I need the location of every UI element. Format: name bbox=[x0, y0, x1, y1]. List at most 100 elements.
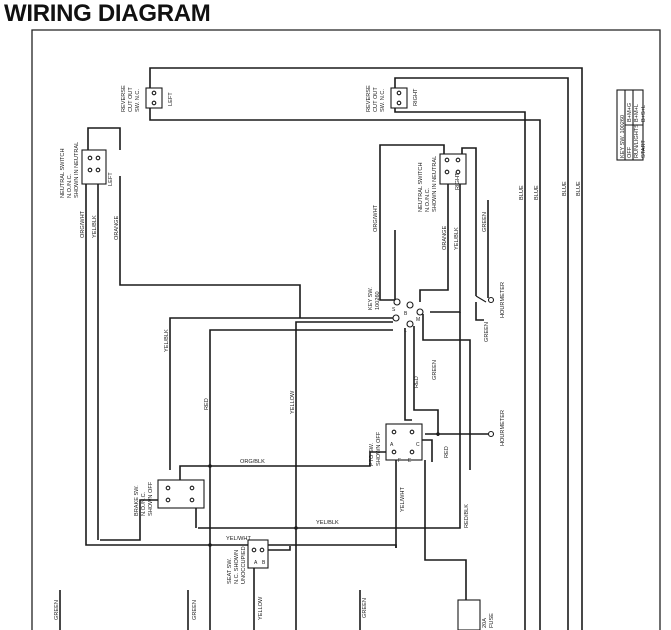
wire-orange-right bbox=[419, 184, 449, 302]
neutral-right-label-2: SHOWN IN NEUTRAL bbox=[432, 156, 438, 212]
wire-label-green-bot-3: GREEN bbox=[362, 598, 368, 618]
wire-key-to-left bbox=[169, 317, 393, 470]
key-table-conn-0: B+M+G bbox=[627, 103, 633, 122]
hourmeter-mid-label: HOURMETER bbox=[500, 410, 506, 446]
wire-label-blue-1: BLUE bbox=[519, 185, 525, 200]
svg-text:A: A bbox=[390, 442, 394, 448]
hourmeter-top-terminal bbox=[487, 296, 495, 304]
wire-label-yel-blk-left: YEL/BLK bbox=[92, 215, 98, 238]
page-title: WIRING DIAGRAM bbox=[4, 0, 211, 27]
key-table-conn-1: B+M+L bbox=[634, 104, 640, 122]
reverse-left-label-1: CUT OUT bbox=[128, 87, 134, 112]
fuse-label-1: FUSE bbox=[489, 613, 495, 628]
wire-label-red-key: RED bbox=[414, 376, 420, 388]
wire-label-red-left: RED bbox=[204, 398, 210, 410]
reverse-right-label-0: REVERSE bbox=[366, 85, 372, 112]
wire-label-green-bot-1: GREEN bbox=[54, 600, 60, 620]
hourmeter-top-label: HOURMETER bbox=[500, 282, 506, 318]
wire-label-red-blk: RED/BLK bbox=[464, 504, 470, 528]
wire-blue-rr2 bbox=[394, 106, 526, 630]
wire-key-red bbox=[209, 329, 393, 630]
wire-red-blk bbox=[424, 460, 467, 630]
reverse-left-label-2: SW. N.C. bbox=[135, 89, 141, 112]
wire-label-green-key: GREEN bbox=[484, 322, 490, 342]
brake-switch bbox=[157, 479, 205, 509]
wire-yel-wht-bot bbox=[100, 544, 397, 548]
neutral-left-side: LEFT bbox=[108, 172, 114, 186]
wire-label-blue-2: BLUE bbox=[534, 185, 540, 200]
wire-key-green2 bbox=[413, 326, 439, 436]
wire-label-yellow-mid: YELLOW bbox=[290, 390, 296, 414]
diagram-frame bbox=[31, 29, 661, 630]
wire-orange-left bbox=[119, 176, 301, 318]
wire-key-red2 bbox=[404, 328, 412, 421]
fuse-label-0: 20A bbox=[482, 618, 488, 628]
wire-blue-rr bbox=[394, 77, 569, 630]
pto-label-0: PTO SW. bbox=[369, 442, 375, 466]
neutral-left-label-2: SHOWN IN NEUTRAL bbox=[74, 142, 80, 198]
svg-text:M: M bbox=[416, 317, 420, 323]
reverse-left-label-0: REVERSE bbox=[121, 85, 127, 112]
key-switch: S B M L bbox=[392, 298, 424, 334]
reverse-switch-right bbox=[390, 87, 408, 109]
neutral-switch-left bbox=[81, 149, 107, 185]
hourmeter-mid-terminal bbox=[487, 430, 495, 438]
reverse-switch-left bbox=[145, 87, 163, 109]
wire-label-orange-left: ORANGE bbox=[114, 215, 120, 240]
brake-label-2: SHOWN OFF bbox=[148, 481, 154, 516]
key-table-conn-2: B+S+L bbox=[641, 105, 647, 122]
wire-label-org-wht-left: ORG/WHT bbox=[80, 210, 86, 238]
neutral-right-label-0: NEUTRAL SWITCH bbox=[418, 162, 424, 212]
wire-org-wht-left bbox=[85, 184, 100, 546]
neutral-switch-right bbox=[439, 153, 467, 185]
wire-label-green-right: GREEN bbox=[482, 212, 488, 232]
wire-brake-to-org-wht bbox=[100, 499, 158, 541]
wire-right-neutral-top bbox=[379, 144, 445, 301]
fuse bbox=[457, 599, 481, 630]
pto-label-1: SHOWN OFF bbox=[376, 431, 382, 466]
neutral-left-label-1: N.O./N.C. bbox=[67, 173, 73, 198]
svg-text:C: C bbox=[416, 442, 420, 448]
reverse-right-side: RIGHT bbox=[413, 88, 419, 106]
junction bbox=[208, 543, 212, 547]
wire-org-blk bbox=[179, 451, 386, 490]
key-table-pos-1: RUN/LIGHTS bbox=[634, 124, 640, 158]
wire-label-green-bot-2: GREEN bbox=[192, 600, 198, 620]
svg-text:F: F bbox=[398, 458, 401, 464]
wire-key-yellow bbox=[295, 321, 393, 630]
wire-left-neutral-top bbox=[87, 127, 121, 150]
brake-label-0: BRAKE SW. bbox=[134, 485, 140, 516]
key-table-header: KEY SW. 100260 bbox=[620, 115, 626, 158]
wire-green-key bbox=[475, 302, 484, 321]
wire-right-neutral-top2 bbox=[461, 147, 477, 296]
junction bbox=[208, 464, 212, 468]
brake-label-1: N.O./N.C. bbox=[141, 491, 147, 516]
wire-red-pto bbox=[422, 439, 433, 462]
neutral-right-side: RIGHT bbox=[455, 172, 461, 190]
wire-label-org-wht-right: ORG/WHT bbox=[373, 204, 379, 232]
wire-label-yel-wht-bot: YEL/WHT bbox=[226, 536, 251, 542]
wire-label-org-blk: ORG/BLK bbox=[240, 459, 265, 465]
svg-text:A: A bbox=[254, 560, 258, 566]
neutral-left-label-0: NEUTRAL SWITCH bbox=[60, 148, 66, 198]
reverse-left-side: LEFT bbox=[168, 92, 174, 106]
wire-key-m bbox=[422, 314, 471, 418]
seat-switch bbox=[247, 539, 269, 569]
svg-text:B: B bbox=[262, 560, 266, 566]
svg-text:B: B bbox=[404, 311, 408, 317]
wire-label-yel-blk-mid: YEL/BLK bbox=[164, 329, 170, 352]
wire-label-yel-blk-bot: YEL/BLK bbox=[316, 520, 339, 526]
wire-label-yellow-bot: YELLOW bbox=[258, 596, 264, 620]
wire-blue-outer bbox=[149, 67, 583, 630]
svg-text:E: E bbox=[408, 458, 412, 464]
pto-switch bbox=[385, 423, 423, 461]
reverse-right-label-1: CUT OUT bbox=[373, 87, 379, 112]
key-switch-label-1: 100260 bbox=[375, 291, 381, 310]
wire-label-blue-4: BLUE bbox=[576, 181, 582, 196]
svg-text:S: S bbox=[392, 307, 396, 313]
wire-label-yel-blk-right: YEL/BLK bbox=[454, 227, 460, 250]
neutral-right-label-1: N.O./N.C. bbox=[425, 187, 431, 212]
key-switch-table bbox=[616, 89, 644, 161]
key-table-pos-0: OFF bbox=[627, 146, 633, 158]
